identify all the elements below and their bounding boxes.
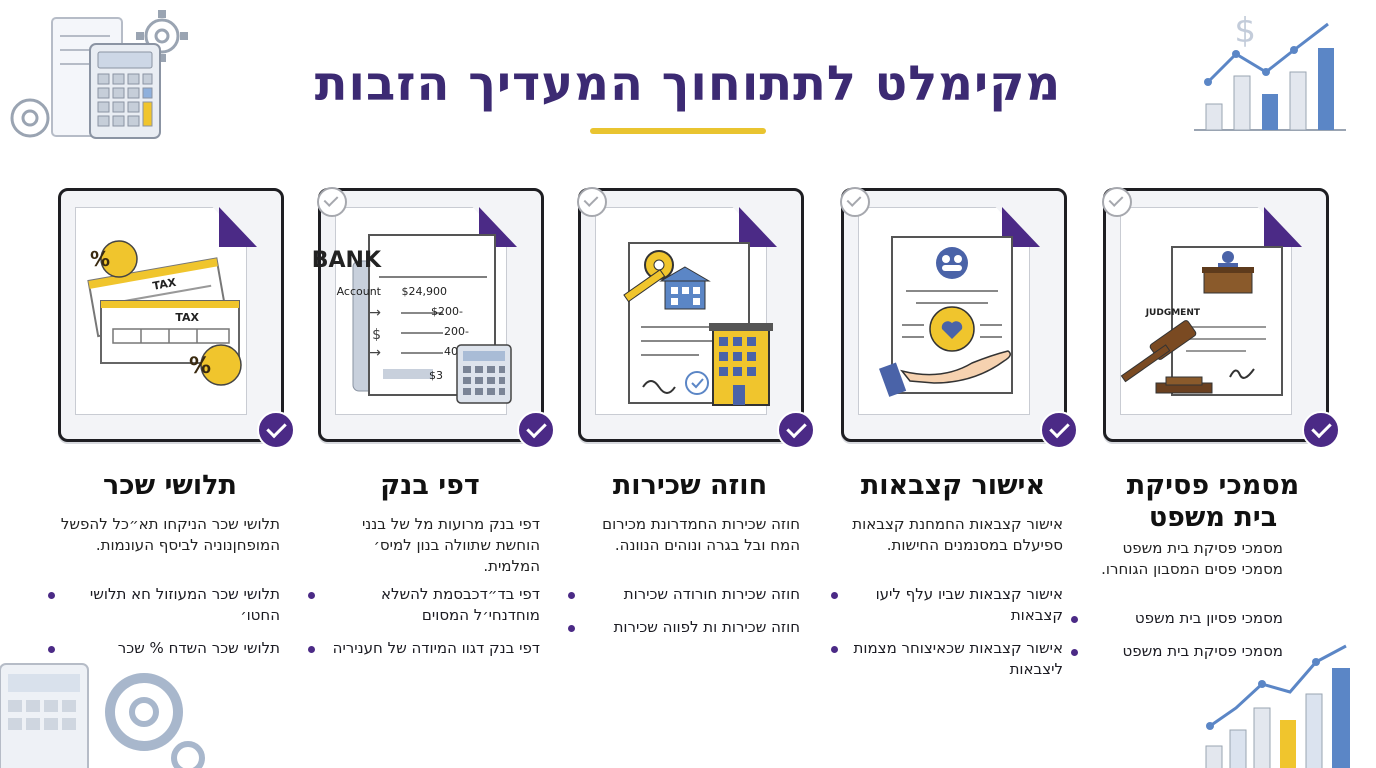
family-icon (942, 255, 962, 271)
column-heading: אישור קצבאות (860, 470, 1046, 501)
building-icon (709, 323, 773, 406)
check-circle-icon (577, 187, 607, 217)
court-judgment-illustration: JUDGMENT (1120, 246, 1283, 396)
rental-contract-illustration (623, 242, 773, 406)
calculator-icon (456, 344, 512, 404)
document-card[interactable] (840, 187, 1078, 449)
check-circle-icon (317, 187, 347, 217)
document-card[interactable]: JUDGMENT (1102, 187, 1340, 449)
bank-statement-illustration: BANK Account $24,900 → -$200 $ -200 → -4… (312, 234, 512, 404)
check-circle-icon (1102, 187, 1132, 217)
check-circle-icon (840, 187, 870, 217)
checked-badge-icon (257, 411, 295, 449)
document-column-pay-slips: TAX TAX % % תלושי שכר תלושי שכר הניקחו ת… (48, 188, 300, 748)
checked-badge-icon (1040, 411, 1078, 449)
heart-hand-icon (941, 321, 963, 339)
account-label: Account (337, 285, 382, 298)
column-description: דפי בנק מרועות מל של בנני הוחשת שתוולה ב… (361, 515, 540, 575)
column-description: אישור קצבאות החמחנת קצבאות ספיעלם במסנמנ… (852, 515, 1063, 554)
arrow-icon: → (369, 345, 381, 361)
column-description: תלושי שכר הניקחו תא״כל להפשל המופחןנוניה… (60, 515, 280, 554)
bullet-list: דפי בד״דכבסמת להשלא מוחדנחי׳ל המסוים דפי… (308, 584, 540, 671)
document-column-court-documents: JUDGMENT מסמכי פסיקת בית משפט מסמכי פסיק… (1071, 187, 1345, 748)
checked-badge-icon (1302, 411, 1340, 449)
judge-bench-icon (1202, 251, 1254, 294)
gavel-icon (1120, 320, 1213, 394)
statement-row-amount: -200 (444, 325, 469, 338)
bullet-list: מסמכי פסיון בית משפט מסמכי פסיקת בית משפ… (1071, 608, 1283, 674)
list-item: דפי בד״דכבסמת להשלא מוחדנחי׳ל המסוים (308, 584, 540, 626)
dollar-icon: $ (372, 327, 381, 343)
column-heading: חוזה שכירות (612, 470, 768, 501)
svg-text:$: $ (1234, 11, 1256, 51)
column-heading: תלושי שכר (103, 470, 237, 501)
statement-row-amount: -$200 (431, 305, 463, 318)
key-icon (623, 250, 674, 303)
list-item: חוזה שכירות חורודה שכירות (568, 584, 800, 605)
bullet-list: תלושי שכר המעוזול חא תלושי החטו׳ תלושי ש… (48, 584, 280, 671)
list-item: תלושי שכר המעוזול חא תלושי החטו׳ (48, 584, 280, 626)
list-item: אישור קצבאות שביו עלף ליעו קצבאות (831, 584, 1063, 626)
arrow-icon: → (369, 305, 381, 321)
statement-total: $3 (429, 369, 443, 382)
percent-icon: % (90, 247, 110, 271)
document-card[interactable] (577, 187, 815, 449)
column-description: מסמכי פסיקת בית משפט מסמכי פסים המסבון ה… (1101, 539, 1283, 578)
allowance-approval-illustration (879, 236, 1013, 397)
column-heading: מסמכי פסיקת בית משפט (1126, 470, 1300, 533)
page-title: מקימלט לתתוחוך המעדיך הזבות (314, 56, 1062, 112)
checked-badge-icon (777, 411, 815, 449)
percent-icon: % (189, 354, 211, 379)
corner-calculator-bottom-illustration (0, 663, 205, 768)
list-item: אישור קצבאות שכאיצוחר מצמות ליצבאות (831, 638, 1063, 680)
bullet-list: חוזה שכירות חורודה שכירות חוזה שכירות ות… (568, 584, 800, 650)
tax-label-front: TAX (175, 311, 199, 324)
document-column-rental-contract: חוזה שכירות חוזה שכירות החמדרונת מכירום … (568, 187, 820, 748)
document-card[interactable]: BANK Account $24,900 → -$200 $ -200 → -4… (312, 187, 555, 449)
tax-label-back: TAX (152, 276, 178, 293)
list-item: מסמכי פסיקת בית משפט (1071, 641, 1283, 662)
corner-calculator-gear-illustration (10, 10, 188, 139)
corner-growth-chart-illustration: $ (1194, 11, 1346, 131)
checked-badge-icon (517, 411, 555, 449)
list-item: חוזה שכירות ות לפווה שכירות (568, 617, 800, 638)
corner-bar-chart-bottom-illustration (1205, 644, 1350, 768)
bullet-list: אישור קצבאות שביו עלף ליעו קצבאות אישור … (831, 584, 1063, 692)
pay-slip-illustration: TAX TAX % % (87, 240, 242, 386)
document-column-bank-statements: BANK Account $24,900 → -$200 $ -200 → -4… (308, 187, 560, 748)
list-item: דפי בנק דגוו המיודה של חעניריה (308, 638, 540, 659)
house-icon (659, 266, 711, 310)
list-item: מסמכי פסיון בית משפט (1071, 608, 1283, 629)
column-heading: דפי בנק (380, 470, 480, 501)
document-column-allowance-approval: אישור קצבאות אישור קצבאות החמחנת קצבאות … (831, 187, 1083, 748)
judgment-label: JUDGMENT (1145, 308, 1201, 318)
list-item: תלושי שכר השדח % שכר (48, 638, 280, 659)
column-description: חוזה שכירות החמדרונת מכירום המח ובל בגרה… (602, 515, 800, 554)
bank-label: BANK (312, 248, 382, 273)
title-underline (590, 128, 766, 134)
document-card[interactable]: TAX TAX % % (58, 188, 295, 449)
account-amount: $24,900 (402, 285, 448, 298)
